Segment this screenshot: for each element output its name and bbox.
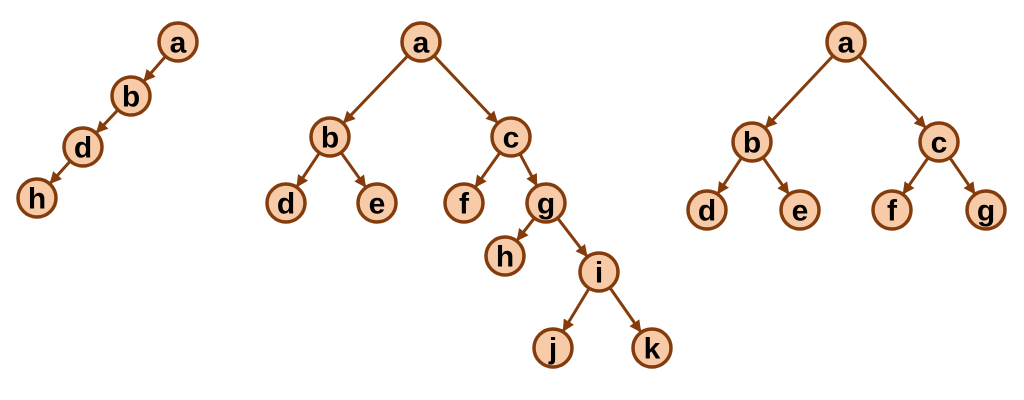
node-circle bbox=[731, 121, 773, 163]
node-circle bbox=[110, 75, 152, 117]
node-i: i bbox=[578, 251, 620, 293]
node-label: c bbox=[503, 122, 520, 155]
node-circle bbox=[265, 182, 307, 224]
node-circle bbox=[525, 182, 567, 224]
node-label: i bbox=[595, 257, 603, 290]
node-c: c bbox=[918, 121, 960, 163]
node-d: d bbox=[686, 189, 728, 231]
node-label: b bbox=[321, 122, 339, 155]
node-label: g bbox=[537, 188, 555, 221]
node-circle bbox=[779, 189, 821, 231]
node-circle bbox=[157, 21, 199, 63]
tree-3: a b c d e f g bbox=[686, 21, 1007, 231]
node-h: h bbox=[16, 177, 58, 219]
node-label: d bbox=[74, 132, 92, 165]
edge-a-b bbox=[764, 54, 835, 129]
node-label: e bbox=[369, 188, 386, 221]
node-circle bbox=[918, 121, 960, 163]
node-label: d bbox=[277, 188, 295, 221]
node-b: b bbox=[110, 75, 152, 117]
edge-b-d bbox=[95, 108, 120, 134]
node-c: c bbox=[490, 116, 532, 158]
node-circle bbox=[965, 189, 1007, 231]
node-label: b bbox=[122, 81, 140, 114]
node-b: b bbox=[309, 116, 351, 158]
node-d: d bbox=[62, 126, 104, 168]
node-label: e bbox=[792, 195, 809, 228]
node-label: b bbox=[743, 127, 761, 160]
node-label: g bbox=[977, 195, 995, 228]
tree-2: a b c d e f gh i j k bbox=[265, 21, 673, 369]
node-a: a bbox=[400, 21, 442, 63]
node-a: a bbox=[157, 21, 199, 63]
edge-c-g bbox=[518, 153, 538, 187]
node-f: f bbox=[871, 189, 913, 231]
edge-i-j bbox=[562, 287, 591, 332]
node-label: a bbox=[170, 27, 187, 60]
edge-b-e bbox=[761, 156, 790, 195]
node-f: f bbox=[443, 182, 485, 224]
node-label: a bbox=[413, 27, 430, 60]
node-label: f bbox=[887, 195, 898, 228]
node-b: b bbox=[731, 121, 773, 163]
node-circle bbox=[484, 235, 526, 277]
node-circle bbox=[825, 21, 867, 63]
node-circle bbox=[490, 116, 532, 158]
node-circle bbox=[532, 327, 574, 369]
node-label: j bbox=[548, 333, 557, 366]
edge-a-b bbox=[142, 55, 167, 82]
node-circle bbox=[578, 251, 620, 293]
edge-b-e bbox=[339, 151, 367, 188]
node-label: d bbox=[698, 195, 716, 228]
edge-i-k bbox=[608, 286, 642, 333]
node-j: j bbox=[532, 327, 574, 369]
edge-b-d bbox=[295, 151, 321, 188]
node-label: h bbox=[496, 241, 514, 274]
edge-c-f bbox=[902, 156, 930, 195]
node-e: e bbox=[779, 189, 821, 231]
node-d: d bbox=[265, 182, 307, 224]
edge-d-h bbox=[49, 160, 72, 185]
node-g: g bbox=[525, 182, 567, 224]
node-label: k bbox=[644, 333, 661, 366]
edge-a-c bbox=[857, 54, 927, 129]
node-label: f bbox=[459, 188, 470, 221]
node-circle bbox=[443, 182, 485, 224]
node-circle bbox=[686, 189, 728, 231]
node-circle bbox=[356, 182, 398, 224]
edge-g-h bbox=[516, 217, 536, 242]
node-circle bbox=[309, 116, 351, 158]
edge-c-f bbox=[474, 151, 502, 188]
node-label: h bbox=[28, 183, 46, 216]
node-circle bbox=[16, 177, 58, 219]
node-circle bbox=[871, 189, 913, 231]
node-k: k bbox=[631, 327, 673, 369]
node-circle bbox=[631, 327, 673, 369]
node-circle bbox=[62, 126, 104, 168]
edge-a-c bbox=[432, 54, 499, 124]
node-e: e bbox=[356, 182, 398, 224]
edge-a-b bbox=[342, 54, 409, 124]
edge-c-g bbox=[948, 156, 976, 195]
node-g: g bbox=[965, 189, 1007, 231]
edge-b-d bbox=[716, 157, 743, 195]
edge-g-i bbox=[556, 217, 589, 258]
node-label: a bbox=[838, 27, 855, 60]
node-a: a bbox=[825, 21, 867, 63]
node-label: c bbox=[931, 127, 948, 160]
node-circle bbox=[400, 21, 442, 63]
node-h: h bbox=[484, 235, 526, 277]
